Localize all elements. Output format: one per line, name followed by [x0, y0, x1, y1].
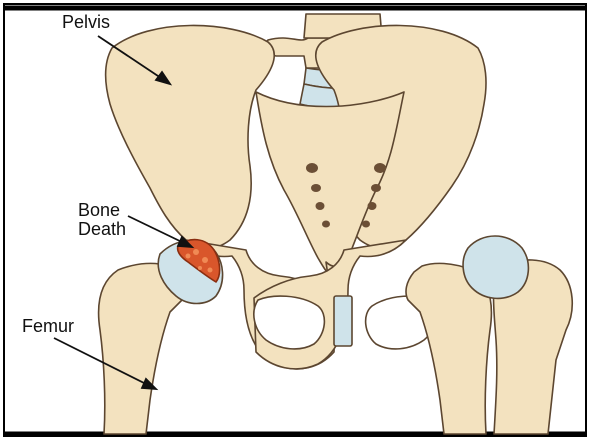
pubic-symphysis: [334, 296, 352, 346]
bone-death-label-line1: Bone: [78, 200, 120, 220]
femur-label: Femur: [22, 316, 74, 336]
right-femoral-head-cartilage: [463, 236, 528, 298]
bone-death-label-line2: Death: [78, 219, 126, 239]
pelvis-label: Pelvis: [62, 12, 110, 32]
